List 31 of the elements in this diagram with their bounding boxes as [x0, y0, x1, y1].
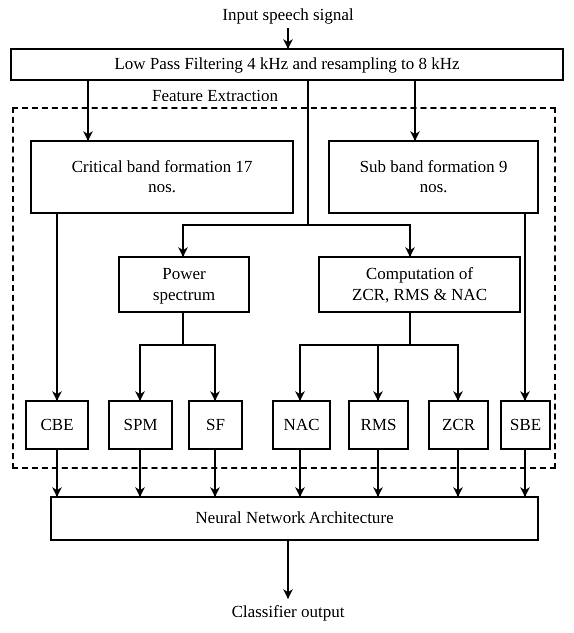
process-box: CBE [25, 400, 89, 450]
arrow [295, 450, 305, 497]
arrow [52, 450, 62, 497]
process-box: Neural Network Architecture [50, 496, 539, 541]
arrow [210, 450, 220, 497]
arrow [307, 81, 415, 257]
arrow [410, 81, 420, 141]
arrow [283, 28, 293, 49]
process-box: Computation of ZCR, RMS & NAC [318, 256, 521, 313]
process-box: Power spectrum [118, 256, 250, 313]
arrow [135, 450, 145, 497]
process-box: RMS [348, 400, 409, 450]
arrow [182, 313, 220, 401]
process-box: Sub band formation 9 nos. [328, 140, 539, 214]
text-label: Input speech signal [195, 2, 381, 28]
process-box: SF [188, 400, 243, 450]
arrow [520, 450, 530, 497]
arrow [453, 450, 463, 497]
arrow [409, 313, 463, 401]
process-box: NAC [272, 400, 331, 450]
arrow [52, 214, 62, 401]
process-box: SPM [108, 400, 173, 450]
process-box: Critical band formation 17 nos. [30, 140, 294, 214]
arrow [373, 450, 383, 497]
process-box: SBE [500, 400, 551, 450]
arrow [520, 214, 530, 401]
process-box: ZCR [428, 400, 489, 450]
process-box: Low Pass Filtering 4 kHz and resampling to 8 kHz [10, 48, 564, 81]
arrow [283, 541, 293, 599]
text-label: Classifier output [185, 598, 391, 626]
arrow [83, 81, 93, 141]
